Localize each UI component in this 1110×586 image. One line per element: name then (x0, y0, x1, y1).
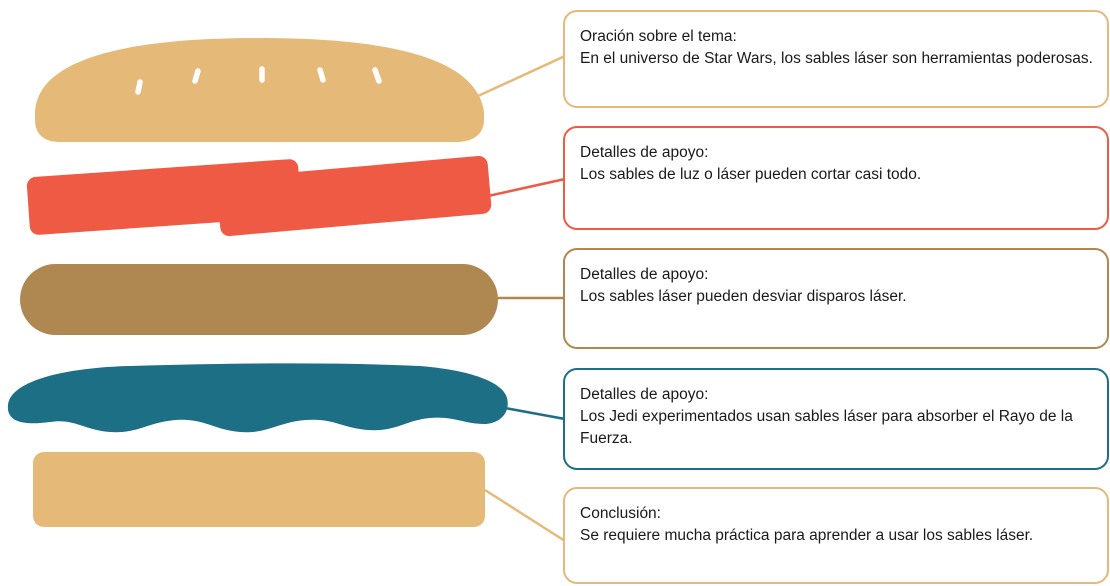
bottom-bun (33, 452, 485, 527)
supporting-detail-text-2: Los sables láser pueden desviar disparos… (580, 288, 907, 305)
conclusion-box: Conclusión: Se requiere mucha práctica p… (563, 487, 1109, 584)
conclusion-text: Se requiere mucha práctica para aprender… (580, 527, 1034, 544)
topic-sentence-box: Oración sobre el tema: En el universo de… (563, 10, 1109, 108)
top-bun (35, 38, 484, 142)
patty (20, 264, 498, 335)
supporting-detail-text-1: Los sables de luz o láser pueden cortar … (580, 166, 922, 183)
supporting-detail-box-1: Detalles de apoyo: Los sables de luz o l… (563, 126, 1109, 230)
sesame-seed (192, 68, 201, 84)
tomato-slices (26, 156, 492, 236)
connector-topic (477, 54, 566, 98)
supporting-detail-title-1: Detalles de apoyo: (580, 144, 709, 161)
supporting-detail-title-2: Detalles de apoyo: (580, 266, 709, 283)
connector-detail-3 (504, 406, 566, 421)
sesame-seeds (135, 66, 382, 95)
conclusion-title: Conclusión: (580, 505, 661, 522)
supporting-detail-box-2: Detalles de apoyo: Los sables láser pued… (563, 248, 1109, 349)
connector-conclusion (484, 488, 566, 543)
sesame-seed (135, 79, 143, 95)
topic-sentence-text: En el universo de Star Wars, los sables … (580, 50, 1093, 67)
topic-sentence-title: Oración sobre el tema: (580, 28, 737, 45)
supporting-detail-box-3: Detalles de apoyo: Los Jedi experimentad… (563, 368, 1109, 470)
sesame-seed (317, 67, 326, 83)
supporting-detail-title-3: Detalles de apoyo: (580, 386, 709, 403)
sesame-seed (372, 67, 382, 84)
connector-detail-1 (487, 177, 566, 198)
tomato-slice-right (216, 156, 492, 236)
lettuce (7, 363, 508, 433)
supporting-detail-text-3: Los Jedi experimentados usan sables láse… (580, 408, 1073, 447)
